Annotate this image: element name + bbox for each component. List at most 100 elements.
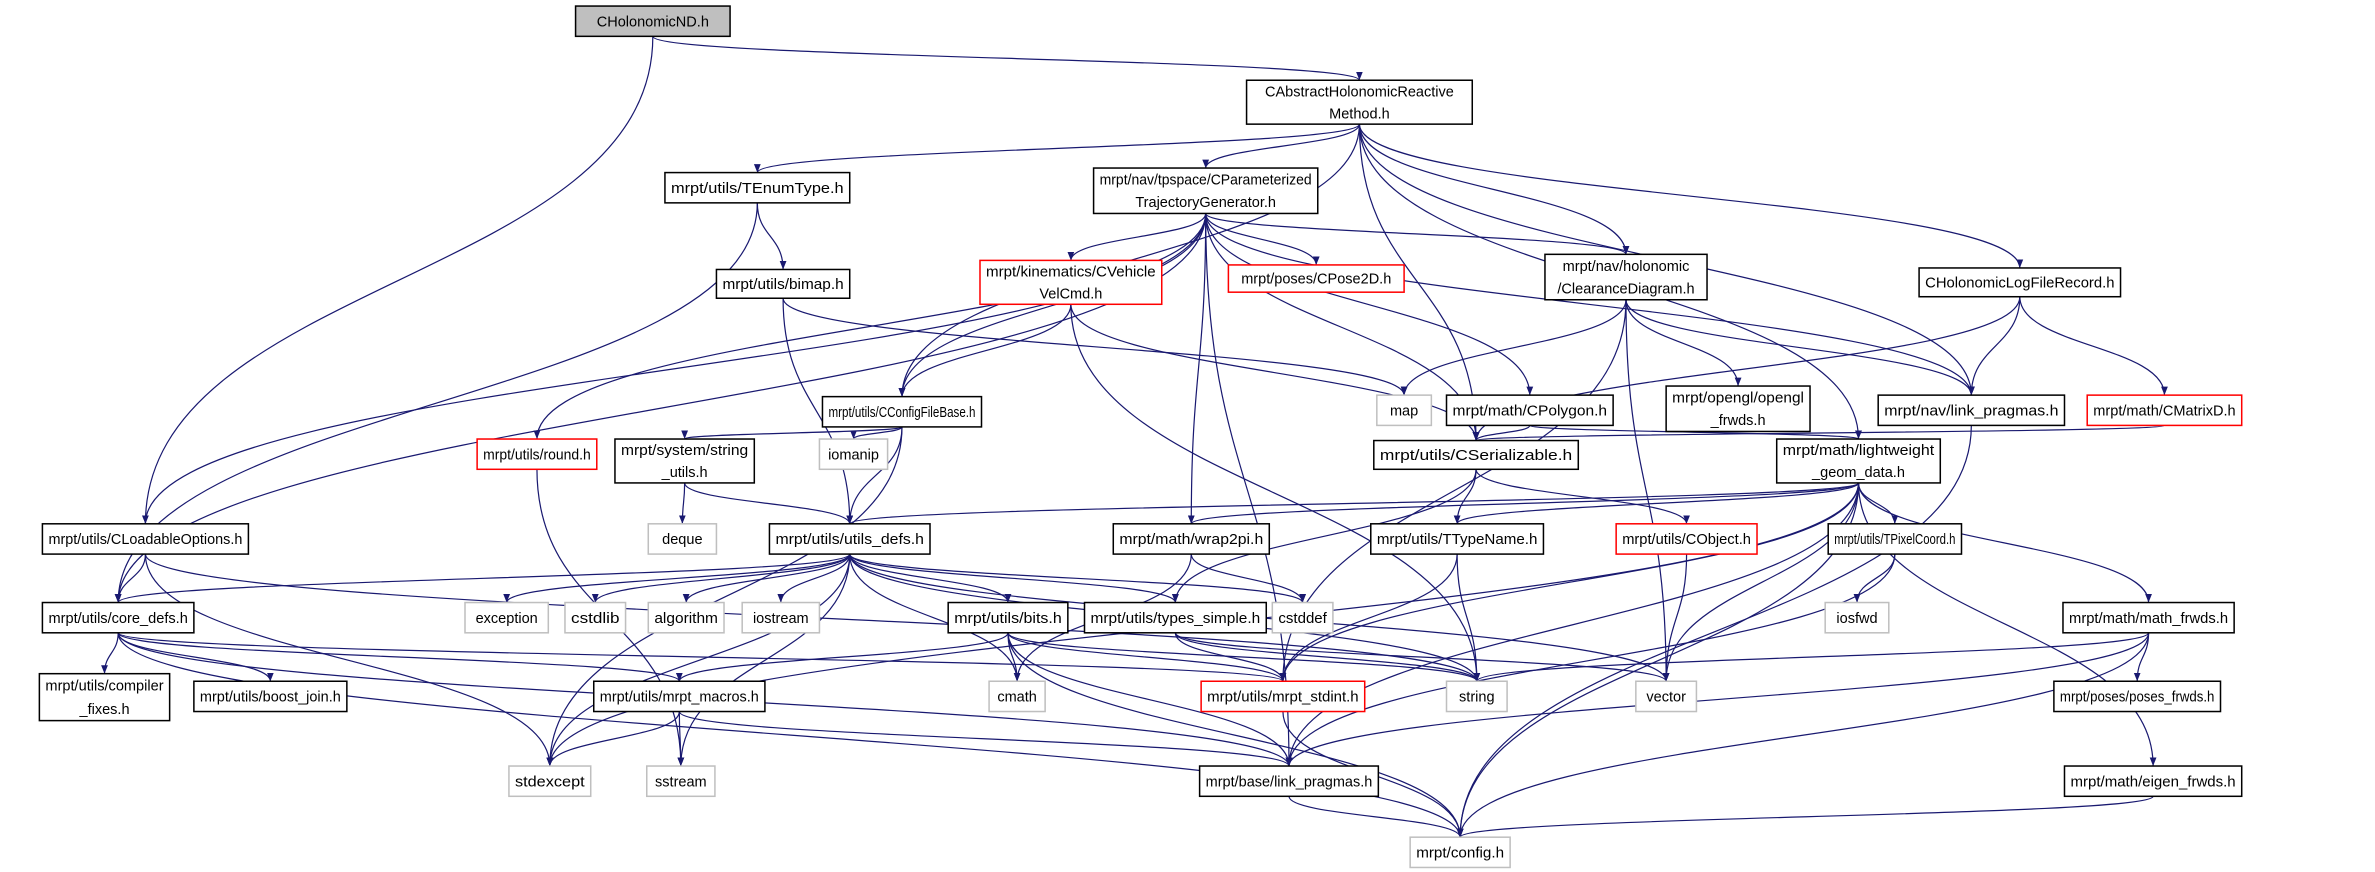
edge-velcmd-to-string [1070,304,1481,682]
node-tpixel[interactable]: mrpt/utils/TPixelCoord.h [1827,523,1963,555]
node-bimap[interactable]: mrpt/utils/bimap.h [715,268,851,299]
node-label: _utils.h [661,465,708,481]
node-label: mrpt/math/wrap2pi.h [1119,532,1263,548]
edge-macros-to-basepragmas [678,711,1293,767]
node-round[interactable]: mrpt/utils/round.h [476,438,598,471]
node-tenum[interactable]: mrpt/utils/TEnumType.h [664,171,851,204]
node-iostream[interactable]: iostream [741,601,821,634]
node-box [1445,680,1508,713]
node-box [41,601,195,634]
edge-logrec-to-matrixd [2019,296,2168,396]
node-lightweight[interactable]: mrpt/math/lightweight_geom_data.h [1775,438,1942,484]
node-box [821,395,983,428]
edge-cobject-to-vector [1662,554,1688,682]
node-box [564,601,627,634]
node-compilerfixes[interactable]: mrpt/utils/compiler_fixes.h [38,672,171,722]
edge-velcmd-to-configfile [898,304,1072,397]
edge-macros-to-sstream [677,711,685,767]
node-label: mrpt/math/math_frwds.h [2069,611,2228,627]
node-posesfrwds[interactable]: mrpt/poses/poses_frwds.h [2053,680,2222,713]
node-box [1373,439,1580,471]
node-clearance[interactable]: mrpt/nav/holonomic/ClearanceDiagram.h [1544,253,1708,301]
node-stringutils[interactable]: mrpt/system/string _utils.h [614,438,756,484]
node-mathfrwds[interactable]: mrpt/math/math_frwds.h [2062,601,2235,634]
node-coredefs[interactable]: mrpt/utils/core_defs.h [41,601,195,634]
node-iomanip[interactable]: iomanip [818,438,889,471]
node-label: mrpt/utils/utils_defs.h [776,532,924,548]
node-label: CAbstractHolonomicReactive [1265,84,1454,100]
node-openglfrwds[interactable]: mrpt/opengl/opengl_frwds.h [1665,385,1811,433]
node-cstddef[interactable]: cstddef [1271,601,1334,634]
edge-serializable-to-cobject [1475,469,1690,524]
edge-bits-to-stdint [1007,632,1287,682]
node-bits[interactable]: mrpt/utils/bits.h [947,601,1069,634]
node-label: mrpt/math/CPolygon.h [1453,403,1607,419]
edge-tenum-to-bimap [756,202,787,270]
edge-ptg-to-navpragmas [1205,213,1975,396]
node-label: deque [662,532,702,548]
node-label: mrpt/utils/mrpt_macros.h [600,690,759,706]
edge-wrap2pi-to-cstddef [1190,553,1306,603]
edge-macros-to-stdexcept [546,711,680,767]
edge-ttypename-to-string [1456,554,1481,682]
edge-configfile-to-stdexcept [546,426,903,767]
edge-layer [101,35,2168,838]
node-configfile[interactable]: mrpt/utils/CConfigFileBase.h [821,395,983,428]
node-deque[interactable]: deque [647,523,718,555]
node-label: _geom_data.h [1811,465,1905,481]
node-vector[interactable]: vector [1635,680,1698,713]
node-boostjoin[interactable]: mrpt/utils/boost_join.h [193,680,348,713]
node-root[interactable]: CHolonomicND.h [574,5,731,38]
edge-utilsdefs-to-bits [849,553,1012,603]
node-pose2d[interactable]: mrpt/poses/CPose2D.h [1227,264,1405,293]
edge-ptg-to-clearance [1205,212,1630,255]
node-ptg[interactable]: mrpt/nav/tpspace/CParameterizedTrajector… [1092,167,1319,215]
node-label: mrpt/utils/mrpt_stdint.h [1207,690,1358,706]
node-eigenfrwds[interactable]: mrpt/math/eigen_frwds.h [2063,765,2243,798]
node-iosfwd[interactable]: iosfwd [1824,601,1890,634]
node-loadable[interactable]: mrpt/utils/CLoadableOptions.h [41,523,250,555]
edge-typessimple-to-stdint [1174,632,1287,682]
node-utilsdefs[interactable]: mrpt/utils/utils_defs.h [768,523,931,555]
edge-navpragmas-to-config [1456,425,1972,838]
node-cmath[interactable]: cmath [988,680,1046,713]
edge-utilsdefs-to-iostream [777,553,851,603]
edge-basepragmas-to-config [1288,796,1464,838]
node-macros[interactable]: mrpt/utils/mrpt_macros.h [592,680,766,713]
node-wrap2pi[interactable]: mrpt/math/wrap2pi.h [1112,523,1271,555]
node-box [1245,79,1474,125]
edge-polygon-to-serializable [1472,424,1531,442]
node-label: mrpt/kinematics/CVehicle [986,265,1156,281]
node-string[interactable]: string [1445,680,1508,713]
node-matrixd[interactable]: mrpt/math/CMatrixD.h [2086,394,2243,427]
node-box [614,438,756,484]
node-algorithm[interactable]: algorithm [647,601,725,634]
node-serializable[interactable]: mrpt/utils/CSerializable.h [1373,439,1580,471]
node-box [1200,680,1366,713]
node-map[interactable]: map [1376,394,1433,427]
node-cstdlib[interactable]: cstdlib [564,601,627,634]
node-sstream[interactable]: sstream [646,765,716,798]
edge-coredefs-to-config [117,632,1464,838]
node-polygon[interactable]: mrpt/math/CPolygon.h [1445,394,1614,427]
node-label: mrpt/system/string [621,443,748,459]
edge-coredefs-to-compilerfixes [101,632,119,674]
node-exception[interactable]: exception [464,601,550,634]
node-config[interactable]: mrpt/config.h [1409,836,1511,869]
edge-lightweight-to-stdint [1279,482,1860,682]
node-cobject[interactable]: mrpt/utils/CObject.h [1615,523,1758,555]
edge-ptg-to-wrap2pi [1187,213,1207,524]
edge-bimap-to-map [782,298,1408,396]
node-navpragmas[interactable]: mrpt/nav/link_pragmas.h [1877,394,2066,427]
node-stdint[interactable]: mrpt/utils/mrpt_stdint.h [1200,680,1366,713]
node-box [2063,765,2243,798]
node-typessimple[interactable]: mrpt/utils/types_simple.h [1083,601,1268,634]
node-label: string [1459,690,1495,706]
node-basepragmas[interactable]: mrpt/base/link_pragmas.h [1198,765,1380,798]
node-logrec[interactable]: CHolonomicLogFileRecord.h [1918,267,2122,298]
node-ttypename[interactable]: mrpt/utils/TTypeName.h [1370,523,1545,555]
node-stdexcept[interactable]: stdexcept [508,765,592,798]
edge-bits-to-string [1007,632,1481,682]
